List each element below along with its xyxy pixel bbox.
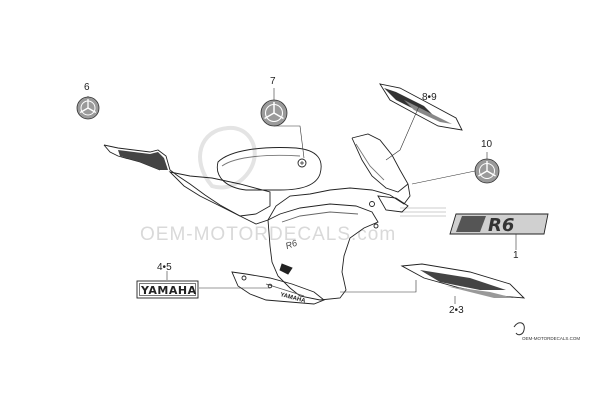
tank-highlight xyxy=(221,154,301,167)
mirror-mount-icon xyxy=(369,201,375,207)
side-fairing-crease xyxy=(281,211,359,223)
fairing-script: R6 xyxy=(284,238,298,251)
footer-watermark-text: OEM-MOTORDECALS.COM xyxy=(522,336,580,341)
footer-watermark: OEM-MOTORDECALS.COM xyxy=(513,322,580,341)
decal-1-model-logo: R6 xyxy=(449,213,549,236)
lower-cowl-stripe xyxy=(265,283,305,297)
model-logo-text: R6 xyxy=(488,215,514,236)
tank-emblem-mark xyxy=(300,161,304,165)
tuning-fork-emblem-icon xyxy=(260,99,288,127)
side-fairing-outline xyxy=(267,203,379,301)
fairing-vent xyxy=(279,263,293,275)
watermark-stripes xyxy=(400,207,446,217)
callout-6: 6 xyxy=(84,82,90,93)
leader-2-3 xyxy=(340,280,417,293)
tail-stripe xyxy=(118,150,168,170)
motorcycle-fairing: R6 YAMAHA xyxy=(103,133,411,305)
decal-4-5-brand: YAMAHA xyxy=(136,280,199,299)
callout-10: 10 xyxy=(481,139,493,150)
callout-7: 7 xyxy=(270,76,276,87)
windscreen-edge xyxy=(355,143,385,181)
tuning-fork-emblem-icon xyxy=(76,96,100,120)
lower-cowl-outline xyxy=(231,271,325,305)
brand-wordmark: YAMAHA xyxy=(140,284,197,297)
watermark-text: OEM-MOTORDECALS.com xyxy=(140,224,396,245)
decal-8-9-stripe xyxy=(379,83,463,131)
leader-7 xyxy=(274,125,305,159)
windscreen-outline xyxy=(351,137,409,193)
side-panel-outline xyxy=(168,171,271,217)
headlight-outline xyxy=(377,195,409,213)
oem-logo-icon xyxy=(513,322,525,336)
bolt-icon xyxy=(241,275,247,281)
tail-lower-outline xyxy=(103,144,161,171)
bolt-icon xyxy=(373,223,379,229)
tuning-fork-emblem-icon xyxy=(474,158,500,184)
leader-lines xyxy=(87,88,517,304)
tank-outline xyxy=(216,147,322,191)
leader-10 xyxy=(411,170,476,185)
decal-7-emblem xyxy=(260,99,288,127)
watermark: OEM-MOTORDECALS.com xyxy=(140,125,446,245)
callout-1: 1 xyxy=(513,250,519,261)
lower-cowl-brand: YAMAHA xyxy=(279,292,306,305)
watermark-swirl-icon xyxy=(198,125,257,190)
callout-2-3: 2•3 xyxy=(449,305,464,316)
callout-labels: 6 7 8•9 10 1 4•5 2•3 xyxy=(84,76,519,316)
decal-10-emblem xyxy=(474,158,500,184)
decal-6-emblem xyxy=(76,96,100,120)
decal-2-3-stripe xyxy=(400,263,526,299)
callout-8-9: 8•9 xyxy=(422,92,437,103)
callout-4-5: 4•5 xyxy=(157,262,172,273)
leader-8-9 xyxy=(385,103,421,161)
fairing-upper-outline xyxy=(103,133,411,225)
